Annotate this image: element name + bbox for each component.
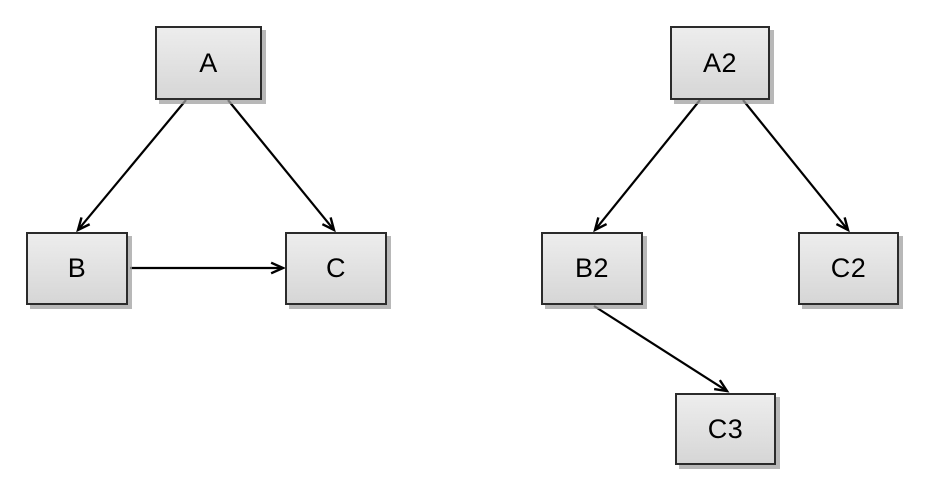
node-c3[interactable]: C3 <box>675 393 776 465</box>
arrowhead-icon <box>270 261 286 275</box>
arrowhead-icon <box>593 217 608 233</box>
edge-a-b <box>76 99 187 233</box>
edge-b2-c3 <box>593 305 730 393</box>
node-label: C2 <box>830 253 867 283</box>
edge-b-c <box>130 261 286 275</box>
node-b[interactable]: B <box>26 232 128 305</box>
arrowhead-icon <box>76 217 91 233</box>
node-label: C <box>326 253 346 283</box>
node-label: B2 <box>574 253 610 283</box>
node-label: A <box>199 47 218 78</box>
node-label: A2 <box>702 47 738 78</box>
node-c[interactable]: C <box>285 232 387 305</box>
edge-a-c <box>227 99 336 233</box>
node-b2[interactable]: B2 <box>541 232 643 305</box>
arrowhead-icon <box>835 217 850 233</box>
edge-line <box>78 99 187 230</box>
arrowhead-icon <box>321 217 336 233</box>
edge-a2-b2 <box>593 99 701 233</box>
node-a[interactable]: A <box>155 26 262 100</box>
edge-line <box>595 99 701 230</box>
node-label: C3 <box>707 413 744 444</box>
node-c2[interactable]: C2 <box>798 232 899 305</box>
edge-a2-c2 <box>742 99 850 233</box>
arrowhead-icon <box>713 379 730 393</box>
edge-line <box>593 305 726 391</box>
edge-line <box>742 99 848 230</box>
edge-line <box>227 99 334 230</box>
node-a2[interactable]: A2 <box>670 26 770 100</box>
node-label: B <box>67 253 87 283</box>
